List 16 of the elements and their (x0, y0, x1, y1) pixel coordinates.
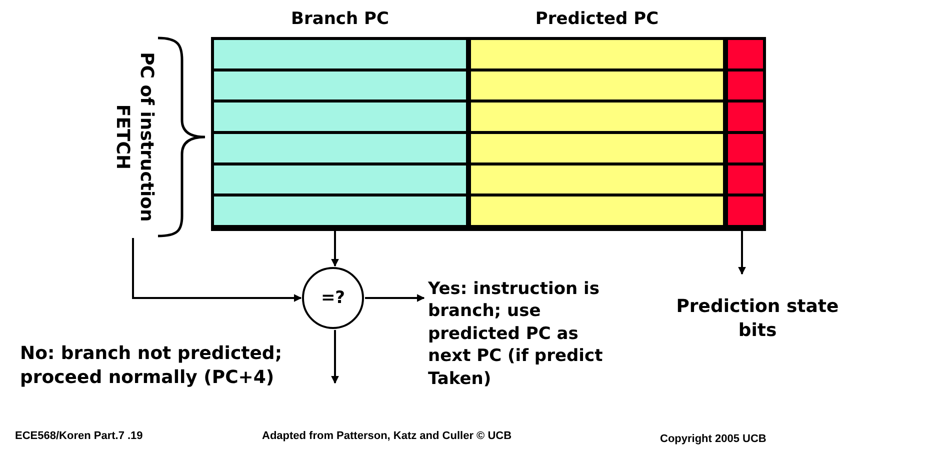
footer-text: Adapted from Patterson, Katz and Culler © UCB (262, 430, 512, 442)
arrow (331, 231, 339, 267)
arrow (132, 238, 302, 302)
vertical-label: PC of instruction FETCH (111, 51, 158, 224)
comparator-label: =? (320, 288, 346, 308)
arrow (738, 231, 746, 275)
state-bits-column (725, 37, 766, 231)
arrow (365, 294, 425, 302)
caption-text: Prediction state bits (675, 295, 840, 342)
arrow (331, 330, 339, 384)
footer-text: ECE568/Koren Part.7 .19 (15, 430, 143, 442)
column-heading: Predicted PC (534, 9, 660, 29)
footer-text: Copyright 2005 UCB (660, 433, 766, 445)
result-text: No: branch not predicted; proceed normally (PC+4) (20, 342, 284, 390)
result-text: Yes: instruction is branch; use predicted PC as next PC (if predict Taken) (428, 278, 604, 390)
column-heading: Branch PC (290, 9, 390, 29)
